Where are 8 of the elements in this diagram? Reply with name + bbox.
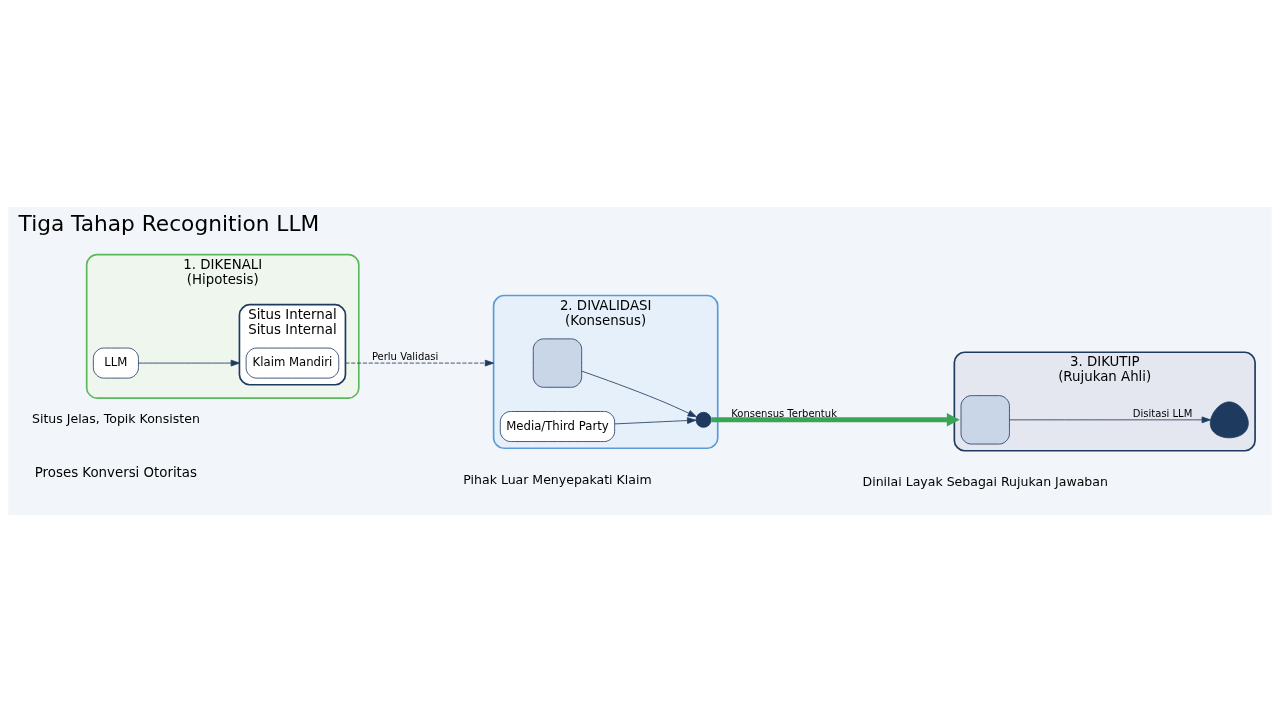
- edge-label: Perlu Validasi: [371, 351, 439, 363]
- node-label: Situs Jelas, Topik Konsisten: [31, 410, 200, 426]
- node-label: Dinilai Layak Sebagai Rujukan Jawaban: [862, 474, 1108, 490]
- edge-label: Disitasi LLM: [1132, 408, 1193, 420]
- edge-label: Konsensus Terbentuk: [731, 408, 837, 420]
- label: Proses Konversi Otoritas: [34, 465, 197, 481]
- node-label: Pihak Luar Menyepakati Klaim: [463, 471, 652, 487]
- diagram-title: Tiga Tahap Recognition LLM: [18, 211, 320, 237]
